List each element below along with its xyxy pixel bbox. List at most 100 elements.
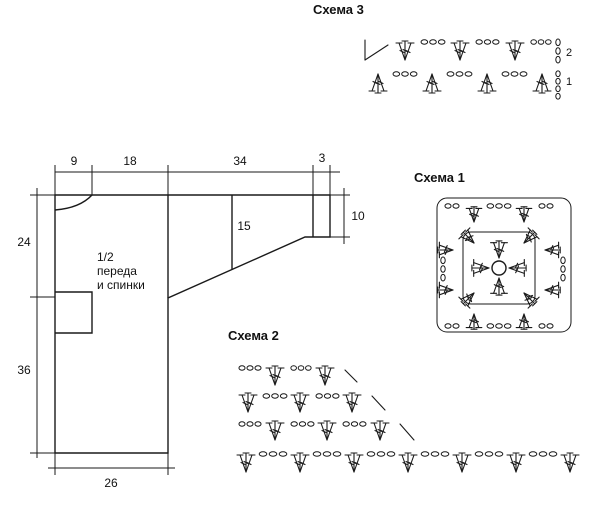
chain-symbol	[546, 323, 554, 329]
dc-fan-symbol	[238, 392, 258, 413]
dc-fan-symbol	[477, 73, 497, 94]
chain-symbol	[305, 365, 312, 371]
chain-symbol	[262, 393, 271, 399]
slip-stitch-line	[399, 423, 415, 441]
dc-fan-symbol	[506, 452, 526, 473]
dc-fan-symbol	[523, 227, 540, 244]
dc-fan-symbol	[515, 206, 533, 223]
scheme2-rows	[236, 365, 580, 473]
chain-symbol	[452, 323, 460, 329]
chain-symbol	[279, 393, 288, 399]
dc-fan-symbol	[315, 365, 335, 386]
dc-fan-symbol	[398, 452, 418, 473]
chain-symbol	[501, 71, 510, 77]
chain-symbol	[464, 71, 473, 77]
chain-symbol	[278, 451, 288, 457]
chain-symbol	[538, 323, 546, 329]
dc-fan-symbol	[265, 365, 285, 386]
chain-symbol	[332, 451, 342, 457]
dc-fan-symbol	[465, 313, 483, 330]
chain-symbol	[455, 71, 464, 77]
chain-symbol	[312, 451, 322, 457]
dim-neck-label: 9	[71, 154, 78, 168]
dc-fan-symbol	[265, 420, 285, 441]
motif-inner-frame	[462, 231, 536, 305]
dc-fan-symbol	[458, 292, 475, 309]
chain-symbol	[494, 451, 504, 457]
chain-symbol	[474, 451, 484, 457]
slip-stitch-line	[371, 395, 386, 411]
chain-symbol	[323, 393, 332, 399]
chain-symbol	[555, 92, 561, 100]
dim-shoulder-label: 18	[123, 154, 137, 168]
dc-fan-symbol	[450, 40, 470, 61]
chain-symbol	[409, 71, 418, 77]
neckline	[54, 194, 93, 211]
chain-symbol	[420, 451, 430, 457]
chain-symbol	[350, 421, 359, 427]
chain-symbol	[548, 451, 558, 457]
dc-fan-symbol	[544, 241, 561, 259]
chain-symbol	[386, 451, 396, 457]
chain-symbol	[510, 71, 519, 77]
chain-symbol	[440, 451, 450, 457]
chain-symbol	[440, 273, 446, 282]
piece-label-line-1: 1/2	[97, 250, 114, 264]
chain-symbol	[486, 203, 495, 209]
chain-symbol	[342, 421, 350, 427]
chain-symbol	[545, 39, 552, 45]
chain-symbol	[254, 421, 262, 427]
dim-sleeve-depth-label: 15	[237, 219, 251, 233]
motif-outer-frame	[436, 197, 572, 333]
chain-symbol	[555, 38, 561, 47]
chain-symbol	[495, 203, 503, 209]
chain-symbol	[519, 71, 528, 77]
chain-symbol	[537, 39, 545, 45]
dc-fan-symbol	[344, 452, 364, 473]
magic-ring-symbol	[491, 260, 507, 276]
dim-side-lower-label: 36	[17, 363, 31, 377]
chain-symbol	[322, 451, 332, 457]
chain-symbol	[492, 39, 500, 45]
chain-symbol	[495, 323, 503, 329]
chain-symbol	[546, 203, 554, 209]
scheme3-title: Схема 3	[313, 2, 364, 17]
dc-fan-symbol	[290, 392, 310, 413]
chain-symbol	[359, 421, 367, 427]
dc-fan-symbol	[317, 420, 337, 441]
dc-fan-symbol	[236, 452, 256, 473]
chain-symbol	[298, 421, 307, 427]
chain-symbol	[430, 451, 440, 457]
dc-fan-symbol	[471, 259, 490, 277]
chain-symbol	[246, 365, 254, 371]
chain-symbol	[290, 421, 298, 427]
turning-chain-line	[364, 44, 389, 61]
piece-label-line-3: и спинки	[97, 278, 145, 292]
slip-stitch-line	[344, 369, 358, 383]
garment-outline	[54, 194, 331, 454]
chain-symbol	[503, 323, 512, 329]
chain-symbol	[290, 365, 297, 371]
chain-symbol	[297, 365, 305, 371]
chain-symbol	[560, 265, 566, 273]
dc-fan-symbol	[437, 281, 454, 299]
chain-symbol	[530, 39, 537, 45]
chain-symbol	[444, 203, 452, 209]
dc-fan-symbol	[508, 259, 527, 277]
chain-symbol	[429, 39, 437, 45]
chain-symbol	[555, 77, 561, 85]
scheme2-title: Схема 2	[228, 328, 279, 343]
dc-fan-symbol	[523, 292, 540, 309]
scheme3-rows	[364, 38, 561, 100]
chain-symbol	[238, 365, 246, 371]
chain-symbol	[555, 70, 561, 78]
chain-symbol	[560, 273, 566, 282]
chain-symbol	[246, 421, 254, 427]
dim-cuff-height-label: 10	[351, 209, 365, 223]
pocket-outline	[55, 291, 93, 334]
dc-fan-symbol	[342, 392, 362, 413]
chain-symbol	[440, 256, 446, 265]
dc-fan-symbol	[490, 277, 508, 296]
dim-cuff-label: 3	[319, 151, 326, 165]
chain-symbol	[258, 451, 268, 457]
